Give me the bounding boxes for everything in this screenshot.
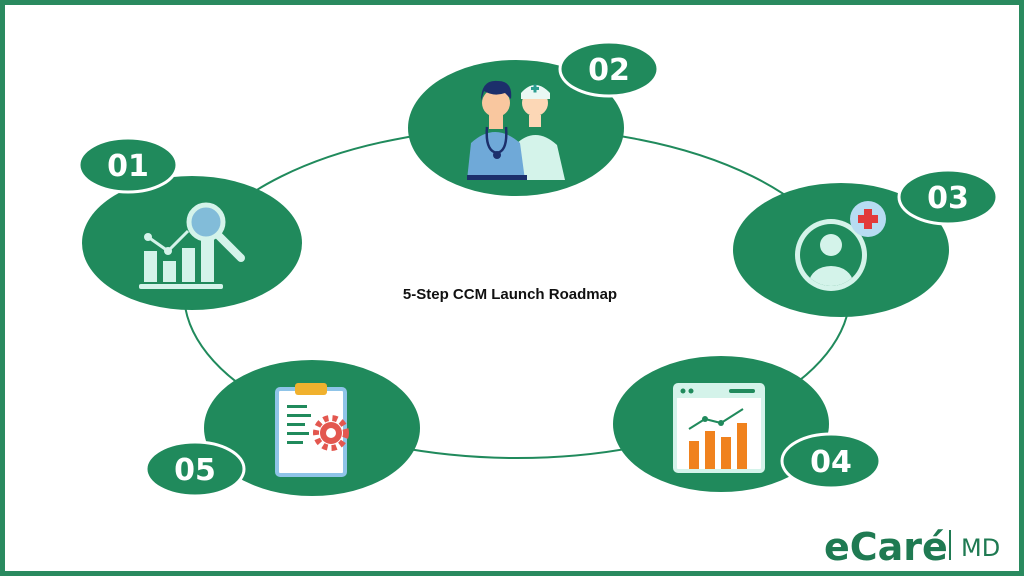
step-02: 02: [408, 40, 660, 196]
step-05-number: 05: [174, 453, 216, 488]
step-05: 05: [144, 360, 420, 498]
roadmap-diagram: 5-Step CCM Launch Roadmap 01 02: [77, 40, 1000, 569]
step-01-badge: [77, 136, 179, 194]
step-04-badge: [780, 432, 882, 490]
step-04-number: 04: [810, 445, 852, 480]
patient-add-icon: [795, 201, 886, 291]
step-03-badge: [897, 168, 999, 226]
logo-brand: eCaré: [824, 525, 948, 569]
logo-divider: [949, 530, 951, 560]
dashboard-chart-icon: [673, 383, 765, 473]
step-02-badge: [558, 40, 660, 98]
step-01-circle: [82, 176, 302, 310]
step-02-circle: [408, 60, 624, 196]
gear-icon: [313, 415, 349, 451]
doctor-nurse-icon: [467, 80, 565, 180]
diagram-title: 5-Step CCM Launch Roadmap: [403, 286, 617, 303]
step-01-number: 01: [107, 149, 149, 184]
clipboard-gear-icon: [275, 383, 349, 477]
step-05-badge: [144, 440, 246, 498]
analytics-search-icon: [139, 202, 245, 289]
step-01: 01: [77, 136, 302, 310]
step-03-number: 03: [927, 181, 969, 216]
ecare-md-logo: eCaré MD: [824, 525, 1000, 569]
logo-suffix: MD: [961, 534, 1000, 562]
step-03: 03: [733, 168, 999, 317]
step-04: 04: [613, 356, 882, 492]
step-02-number: 02: [588, 53, 630, 88]
